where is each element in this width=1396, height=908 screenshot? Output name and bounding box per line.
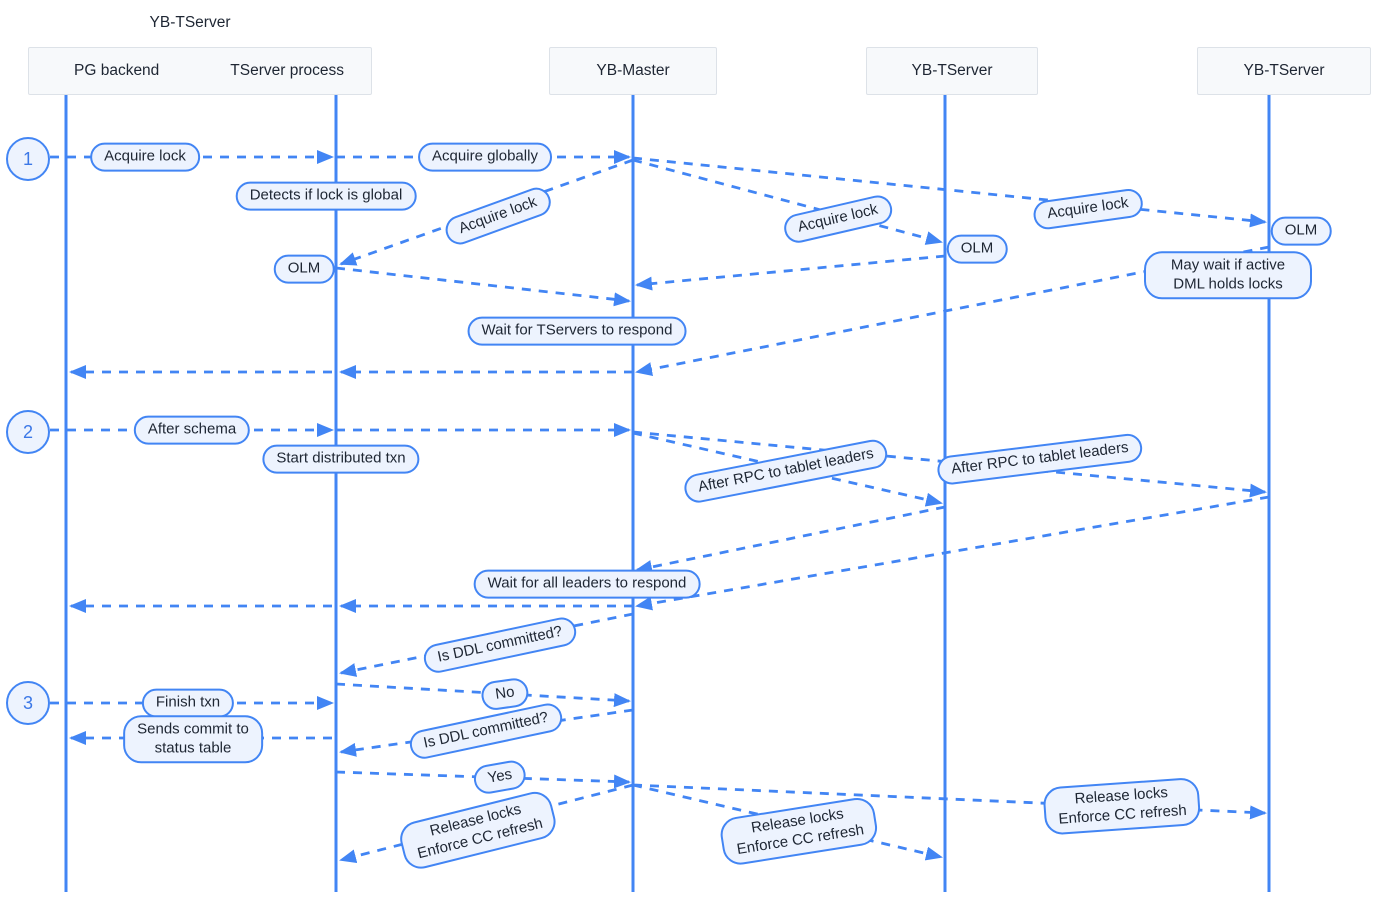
message-label-17: Finish txn (141, 688, 235, 718)
message-arrow-yb-master-to-yb-tserver-2 (632, 156, 1267, 228)
message-label-6: OLM (946, 234, 1008, 264)
participant-label-yb-tserver-2: YB-TServer (1243, 62, 1325, 79)
message-label-10: Wait for TServers to respond (467, 316, 687, 346)
group-label-yb-tserver: YB-TServer (149, 14, 231, 31)
message-arrow-yb-tserver-1-to-yb-master (635, 254, 946, 291)
message-arrow-tserver-process-to-yb-master (335, 682, 631, 708)
step-badge-1: 1 (6, 137, 50, 181)
message-label-15: Wait for all leaders to respond (473, 569, 701, 599)
step-badge-3: 3 (6, 681, 50, 725)
participant-box-yb-tserver-1: YB-TServer (866, 47, 1038, 95)
message-label-11: After schema (133, 415, 251, 445)
message-label-9: May wait if active DML holds locks (1144, 251, 1312, 299)
message-label-1: Acquire globally (418, 142, 552, 172)
message-label-0: Acquire lock (90, 142, 200, 172)
message-arrow-yb-master-to-tserver-process (339, 708, 634, 757)
message-label-2: Detects if lock is global (235, 181, 417, 211)
message-arrow-yb-tserver-2-to-yb-master (635, 495, 1270, 611)
participant-box-yb-master: YB-Master (549, 47, 717, 95)
message-arrow-yb-tserver-1-to-yb-master (635, 505, 946, 574)
participant-label-pg-backend: PG backend (74, 62, 160, 79)
message-arrow-yb-master-to-yb-tserver-2 (632, 430, 1267, 498)
participant-label-tserver-process: TServer process (230, 62, 344, 79)
participant-box-pg-and-tserver: PG backend TServer process (28, 47, 372, 95)
message-label-12: Start distributed txn (262, 444, 420, 474)
message-arrow-yb-master-to-yb-tserver-1 (632, 158, 943, 245)
message-label-19: Sends commit to status table (123, 715, 263, 763)
participant-label-yb-tserver-1: YB-TServer (911, 62, 993, 79)
step-badge-2: 2 (6, 410, 50, 454)
message-arrow-tserver-process-to-yb-master (335, 770, 631, 789)
participant-label-yb-master: YB-Master (596, 62, 670, 79)
message-arrow-tserver-process-to-yb-master (335, 266, 631, 307)
message-label-8: OLM (1270, 216, 1332, 246)
participant-box-yb-tserver-2: YB-TServer (1197, 47, 1371, 95)
message-label-4: OLM (273, 254, 335, 284)
